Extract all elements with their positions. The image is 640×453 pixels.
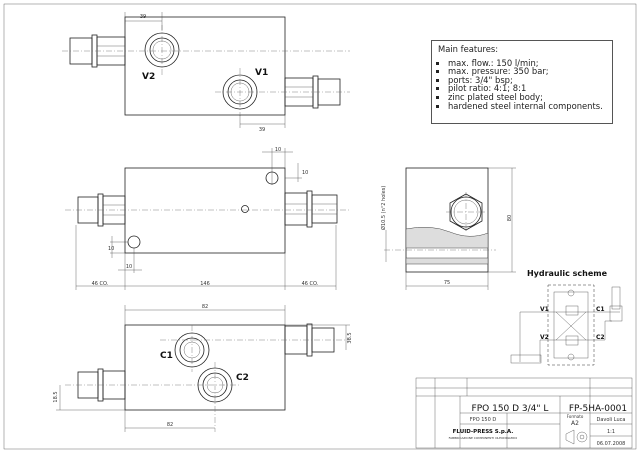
dim-10: 10 [126,264,132,270]
label-v2: V2 [142,72,155,82]
valve-body [124,324,286,411]
main-features-box: Main features: max. flow.: 150 l/min; ma… [431,40,613,124]
dim-10: 10 [275,147,281,153]
dim-top-82: 82 [202,304,208,310]
pilot-plug [241,205,249,213]
label-c2: C2 [236,373,249,383]
scheme-v1: V1 [540,306,549,313]
scale: 1:1 [607,429,615,435]
features-list: max. flow.: 150 l/min; max. pressure: 35… [438,58,606,111]
dim-right: 38.5 [347,332,353,343]
front-view: 10 10 10 10 46 CO. 146 46 CO. [65,147,350,290]
label-c1: C1 [160,351,173,361]
right-fitting [284,190,338,228]
dim-width: 75 [444,280,450,286]
dim-10: 10 [108,246,114,252]
subtitle: FPO 150 D [470,417,497,423]
company-logo: FLUID-PRESS S.p.A. [453,429,514,435]
hydraulic-scheme: Hydraulic scheme V1 V2 C1 C2 [510,269,623,366]
company-sub: FABBRICAZIONE COMPONENTI OLEODINAMICI [449,436,518,440]
dim-10: 10 [302,170,308,176]
top-view: 39 39 V2 V1 [62,12,350,133]
feature-item: ports: 3/4" bsp; [448,76,606,85]
feature-item: max. flow.: 150 l/min; [448,58,606,68]
drawn-by: Davoli Luca [597,417,626,423]
dim-left: 18.5 [53,391,59,402]
dim-body: 146 [200,281,210,287]
feature-item: max. pressure: 350 bar; [448,67,606,76]
dim-left: 46 CO. [92,281,109,287]
feature-item: pilot ratio: 4:1; 8:1 [448,84,606,93]
scheme-v2: V2 [540,334,549,341]
dim-right: 46 CO. [302,281,319,287]
hole-note: Ø10.5 (n°2 holes) [380,186,387,230]
dim-top-39: 39 [140,14,146,20]
side-view: 80 75 Ø10.5 (n°2 holes) [380,167,516,290]
valve-body [124,16,286,116]
hydraulic-title: Hydraulic scheme [527,269,608,278]
feature-item: hardened steel internal components. [448,101,606,111]
scheme-c1: C1 [596,306,605,313]
format: A2 [571,420,579,427]
designation: FPO 150 D 3/4" L [472,404,549,414]
feature-item: zinc plated steel body; [448,93,606,102]
scheme-c2: C2 [596,334,605,341]
side-body [405,167,489,273]
bottom-view: 82 82 38.5 18.5 C1 C2 [53,304,353,432]
drawing-code: FP-5HA-0001 [569,404,627,414]
projection-symbol [565,429,588,445]
features-title: Main features: [438,44,499,54]
valve-body [124,167,286,254]
format-label: Formato [567,414,584,419]
dim-height: 80 [507,215,513,221]
drawing-frame [3,3,637,450]
mounting-hole [127,235,141,249]
date: 06.07.2008 [597,441,626,447]
title-block: FPO 150 D 3/4" L FP-5HA-0001 FPO 150 D F… [415,377,633,449]
label-v1: V1 [255,68,268,78]
dim-bottom-82: 82 [167,422,173,428]
dim-bottom-39: 39 [259,127,265,133]
